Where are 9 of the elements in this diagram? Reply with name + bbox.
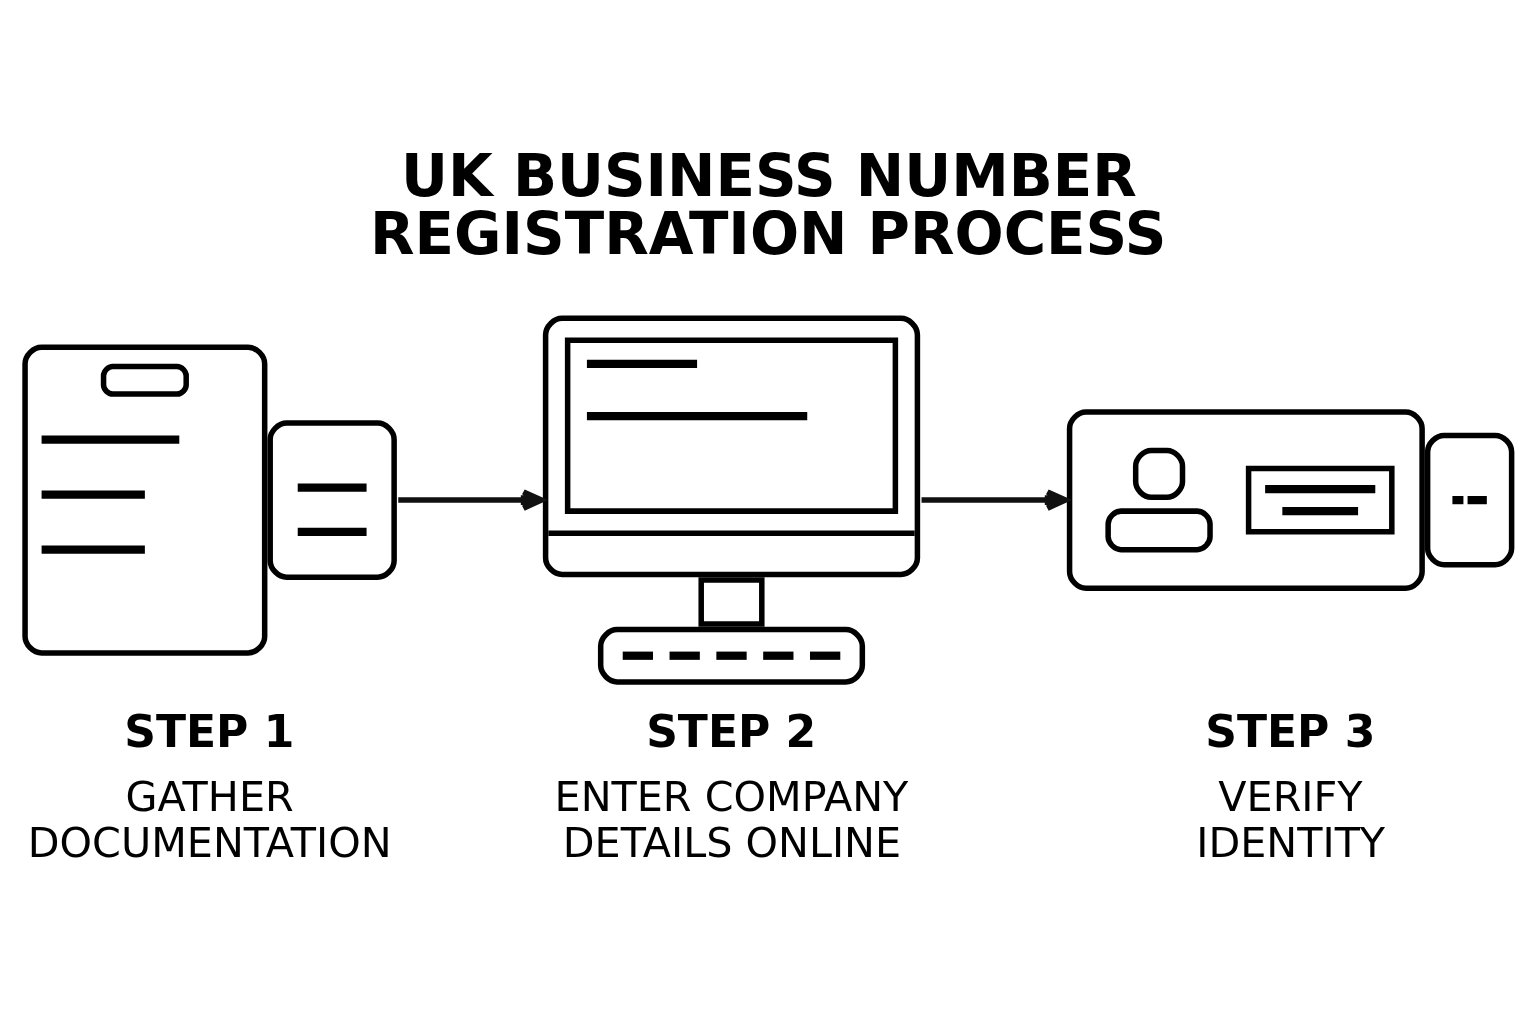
- arrow: [921, 488, 1069, 511]
- node-label: GATHER DOCUMENTATION: [27, 772, 392, 867]
- node-label: VERIFY IDENTITY: [1196, 772, 1386, 867]
- node-label: ENTER COMPANY DETAILS ONLINE: [554, 772, 909, 867]
- node-label: STEP 1: [124, 705, 295, 757]
- arrow: [398, 488, 545, 511]
- node-label: STEP 2: [646, 705, 817, 757]
- diagram-title: UK BUSINESS NUMBER REGISTRATION PROCESS: [370, 141, 1167, 268]
- node-label: STEP 3: [1205, 705, 1376, 757]
